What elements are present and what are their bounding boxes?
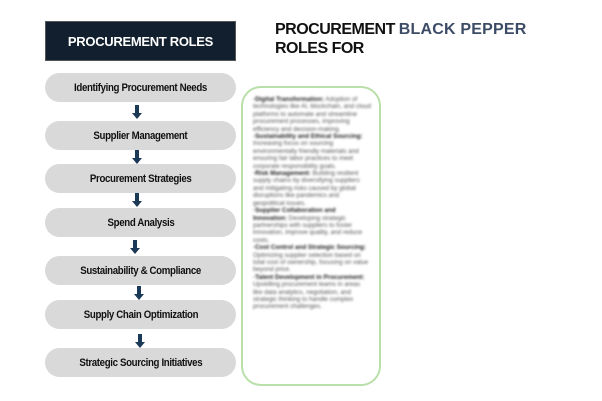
step-supplier-management: Supplier Management (45, 121, 236, 150)
step-label: Strategic Sourcing Initiatives (79, 356, 202, 369)
step-label: Supplier Management (93, 129, 188, 142)
arrow-down-icon (132, 193, 142, 207)
detail-item: ·Talent Development in Procurement: Upsk… (253, 274, 371, 311)
detail-head: ·Supplier Collaboration and Innovation: (253, 207, 336, 222)
detail-item: ·Digital Transformation: Adoption of tec… (253, 96, 371, 133)
arrow-down-icon (135, 334, 145, 348)
detail-item: ·Sustainability and Ethical Sourcing: In… (253, 133, 371, 170)
title-highlight: BLACK PEPPER (398, 21, 527, 38)
detail-body: Optimizing supplier selection based on t… (253, 251, 369, 274)
detail-item: ·Risk Management: Building resilient sup… (253, 170, 371, 207)
detail-item: ·Supplier Collaboration and Innovation: … (253, 207, 371, 244)
arrow-down-icon (130, 240, 140, 254)
detail-head: ·Risk Management: (253, 170, 311, 178)
detail-body: Increasing focus on sourcing environment… (253, 140, 359, 170)
step-label: Supply Chain Optimization (83, 308, 198, 321)
detail-body: Upskilling procurement teams in areas li… (253, 281, 361, 311)
details-text: ·Digital Transformation: Adoption of tec… (253, 96, 371, 311)
arrow-down-icon (132, 150, 142, 164)
page-title: PROCUREMENT BLACK PEPPER ROLES FOR (275, 20, 527, 58)
detail-body: Developing strategic partnerships with s… (253, 214, 363, 244)
step-procurement-strategies: Procurement Strategies (45, 164, 236, 193)
step-label: Sustainability & Compliance (80, 264, 201, 277)
detail-body: Adoption of technologies like AI, blockc… (253, 96, 371, 133)
step-label: Procurement Strategies (89, 172, 192, 185)
step-supply-chain-optimization: Supply Chain Optimization (45, 300, 236, 329)
detail-head: ·Cost Control and Strategic Sourcing: (253, 244, 366, 252)
detail-item: ·Cost Control and Strategic Sourcing: Op… (253, 244, 371, 274)
arrow-down-icon (134, 286, 144, 300)
step-sustainability-compliance: Sustainability & Compliance (45, 256, 236, 285)
step-label: Identifying Procurement Needs (74, 81, 207, 94)
detail-head: ·Sustainability and Ethical Sourcing: (253, 133, 363, 141)
details-panel: ·Digital Transformation: Adoption of tec… (241, 86, 381, 386)
step-strategic-sourcing: Strategic Sourcing Initiatives (45, 348, 236, 377)
detail-body: Building resilient supply chains by dive… (253, 170, 360, 207)
title-part2: ROLES FOR (275, 40, 364, 57)
arrow-down-icon (132, 105, 142, 119)
step-label: Spend Analysis (107, 216, 174, 229)
step-spend-analysis: Spend Analysis (45, 208, 236, 237)
step-identifying-needs: Identifying Procurement Needs (45, 73, 236, 102)
detail-head: ·Talent Development in Procurement: (253, 273, 365, 281)
detail-head: ·Digital Transformation: (253, 96, 325, 103)
procurement-roles-header: PROCUREMENT ROLES (45, 21, 236, 61)
title-part1: PROCUREMENT (275, 21, 399, 38)
